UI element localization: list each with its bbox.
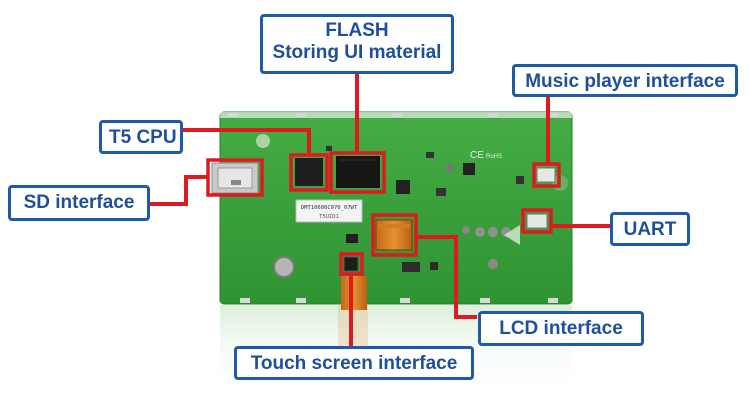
flash-chip bbox=[336, 156, 380, 188]
sd-interface-label: SD interface bbox=[8, 185, 150, 221]
music-player-label: Music player interface bbox=[512, 64, 738, 97]
touch-connector bbox=[343, 256, 359, 272]
touch-flex-cable bbox=[341, 276, 367, 310]
svg-text:T5UID1: T5UID1 bbox=[319, 214, 339, 220]
lcd-interface-label: LCD interface bbox=[478, 311, 644, 346]
leader-lcd bbox=[416, 235, 477, 319]
flash-label: FLASH Storing UI material bbox=[260, 14, 454, 74]
leader-cpu bbox=[182, 128, 311, 155]
leader-sd bbox=[148, 175, 208, 206]
t5-cpu-label: T5 CPU bbox=[99, 120, 183, 154]
id-sticker bbox=[295, 199, 363, 223]
pcb-board bbox=[219, 111, 573, 305]
svg-text:DMT10600C070_07WT: DMT10600C070_07WT bbox=[301, 205, 358, 211]
touch-screen-label: Touch screen interface bbox=[234, 346, 474, 380]
rohs-mark: RoHS bbox=[486, 154, 502, 160]
ce-mark: CE bbox=[470, 150, 484, 161]
callout-box-uart bbox=[521, 208, 553, 234]
uart-connector bbox=[526, 213, 548, 229]
t5-cpu-chip bbox=[295, 158, 323, 186]
music-connector bbox=[536, 167, 556, 183]
flash-subtitle: Storing UI material bbox=[272, 42, 442, 63]
uart-label: UART bbox=[610, 212, 690, 246]
flash-title: FLASH bbox=[325, 20, 389, 41]
